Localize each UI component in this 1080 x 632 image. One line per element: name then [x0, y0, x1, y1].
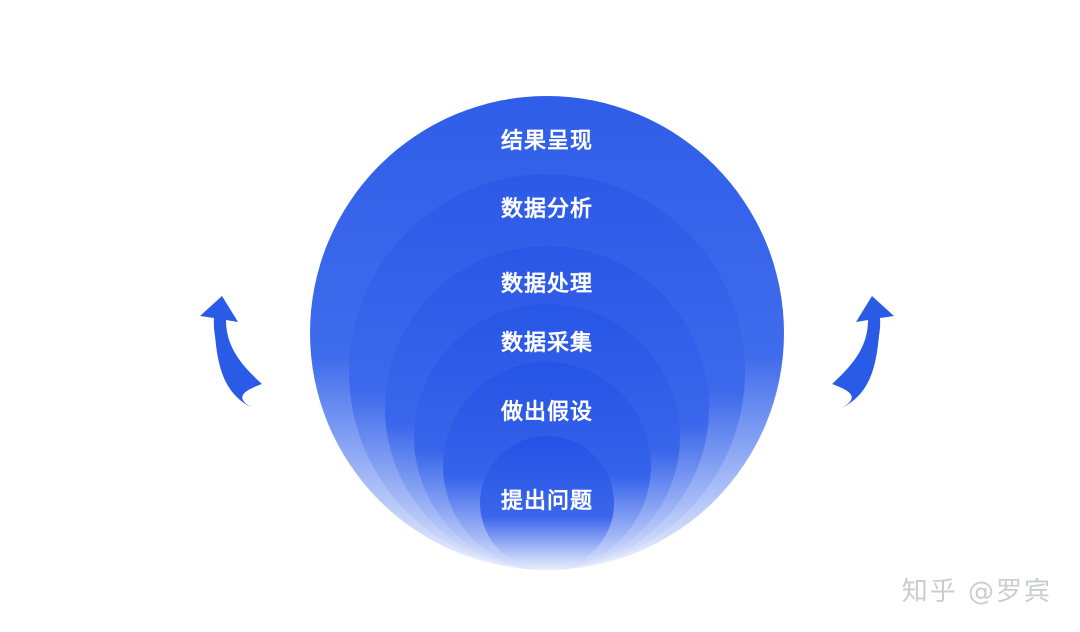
curved-arrow-up-icon [200, 296, 262, 408]
curved-arrow-up-icon [832, 296, 894, 408]
layer-label-3: 数据处理 [501, 271, 593, 297]
layer-label-6: 提出问题 [501, 488, 593, 514]
layer-label-5: 做出假设 [500, 399, 593, 425]
layer-label-4: 数据采集 [501, 330, 593, 356]
layer-label-1: 结果呈现 [501, 128, 593, 154]
circle-layer-6 [480, 436, 614, 570]
watermark-text: 知乎 @罗宾 [901, 577, 1052, 607]
layer-label-2: 数据分析 [501, 196, 593, 222]
